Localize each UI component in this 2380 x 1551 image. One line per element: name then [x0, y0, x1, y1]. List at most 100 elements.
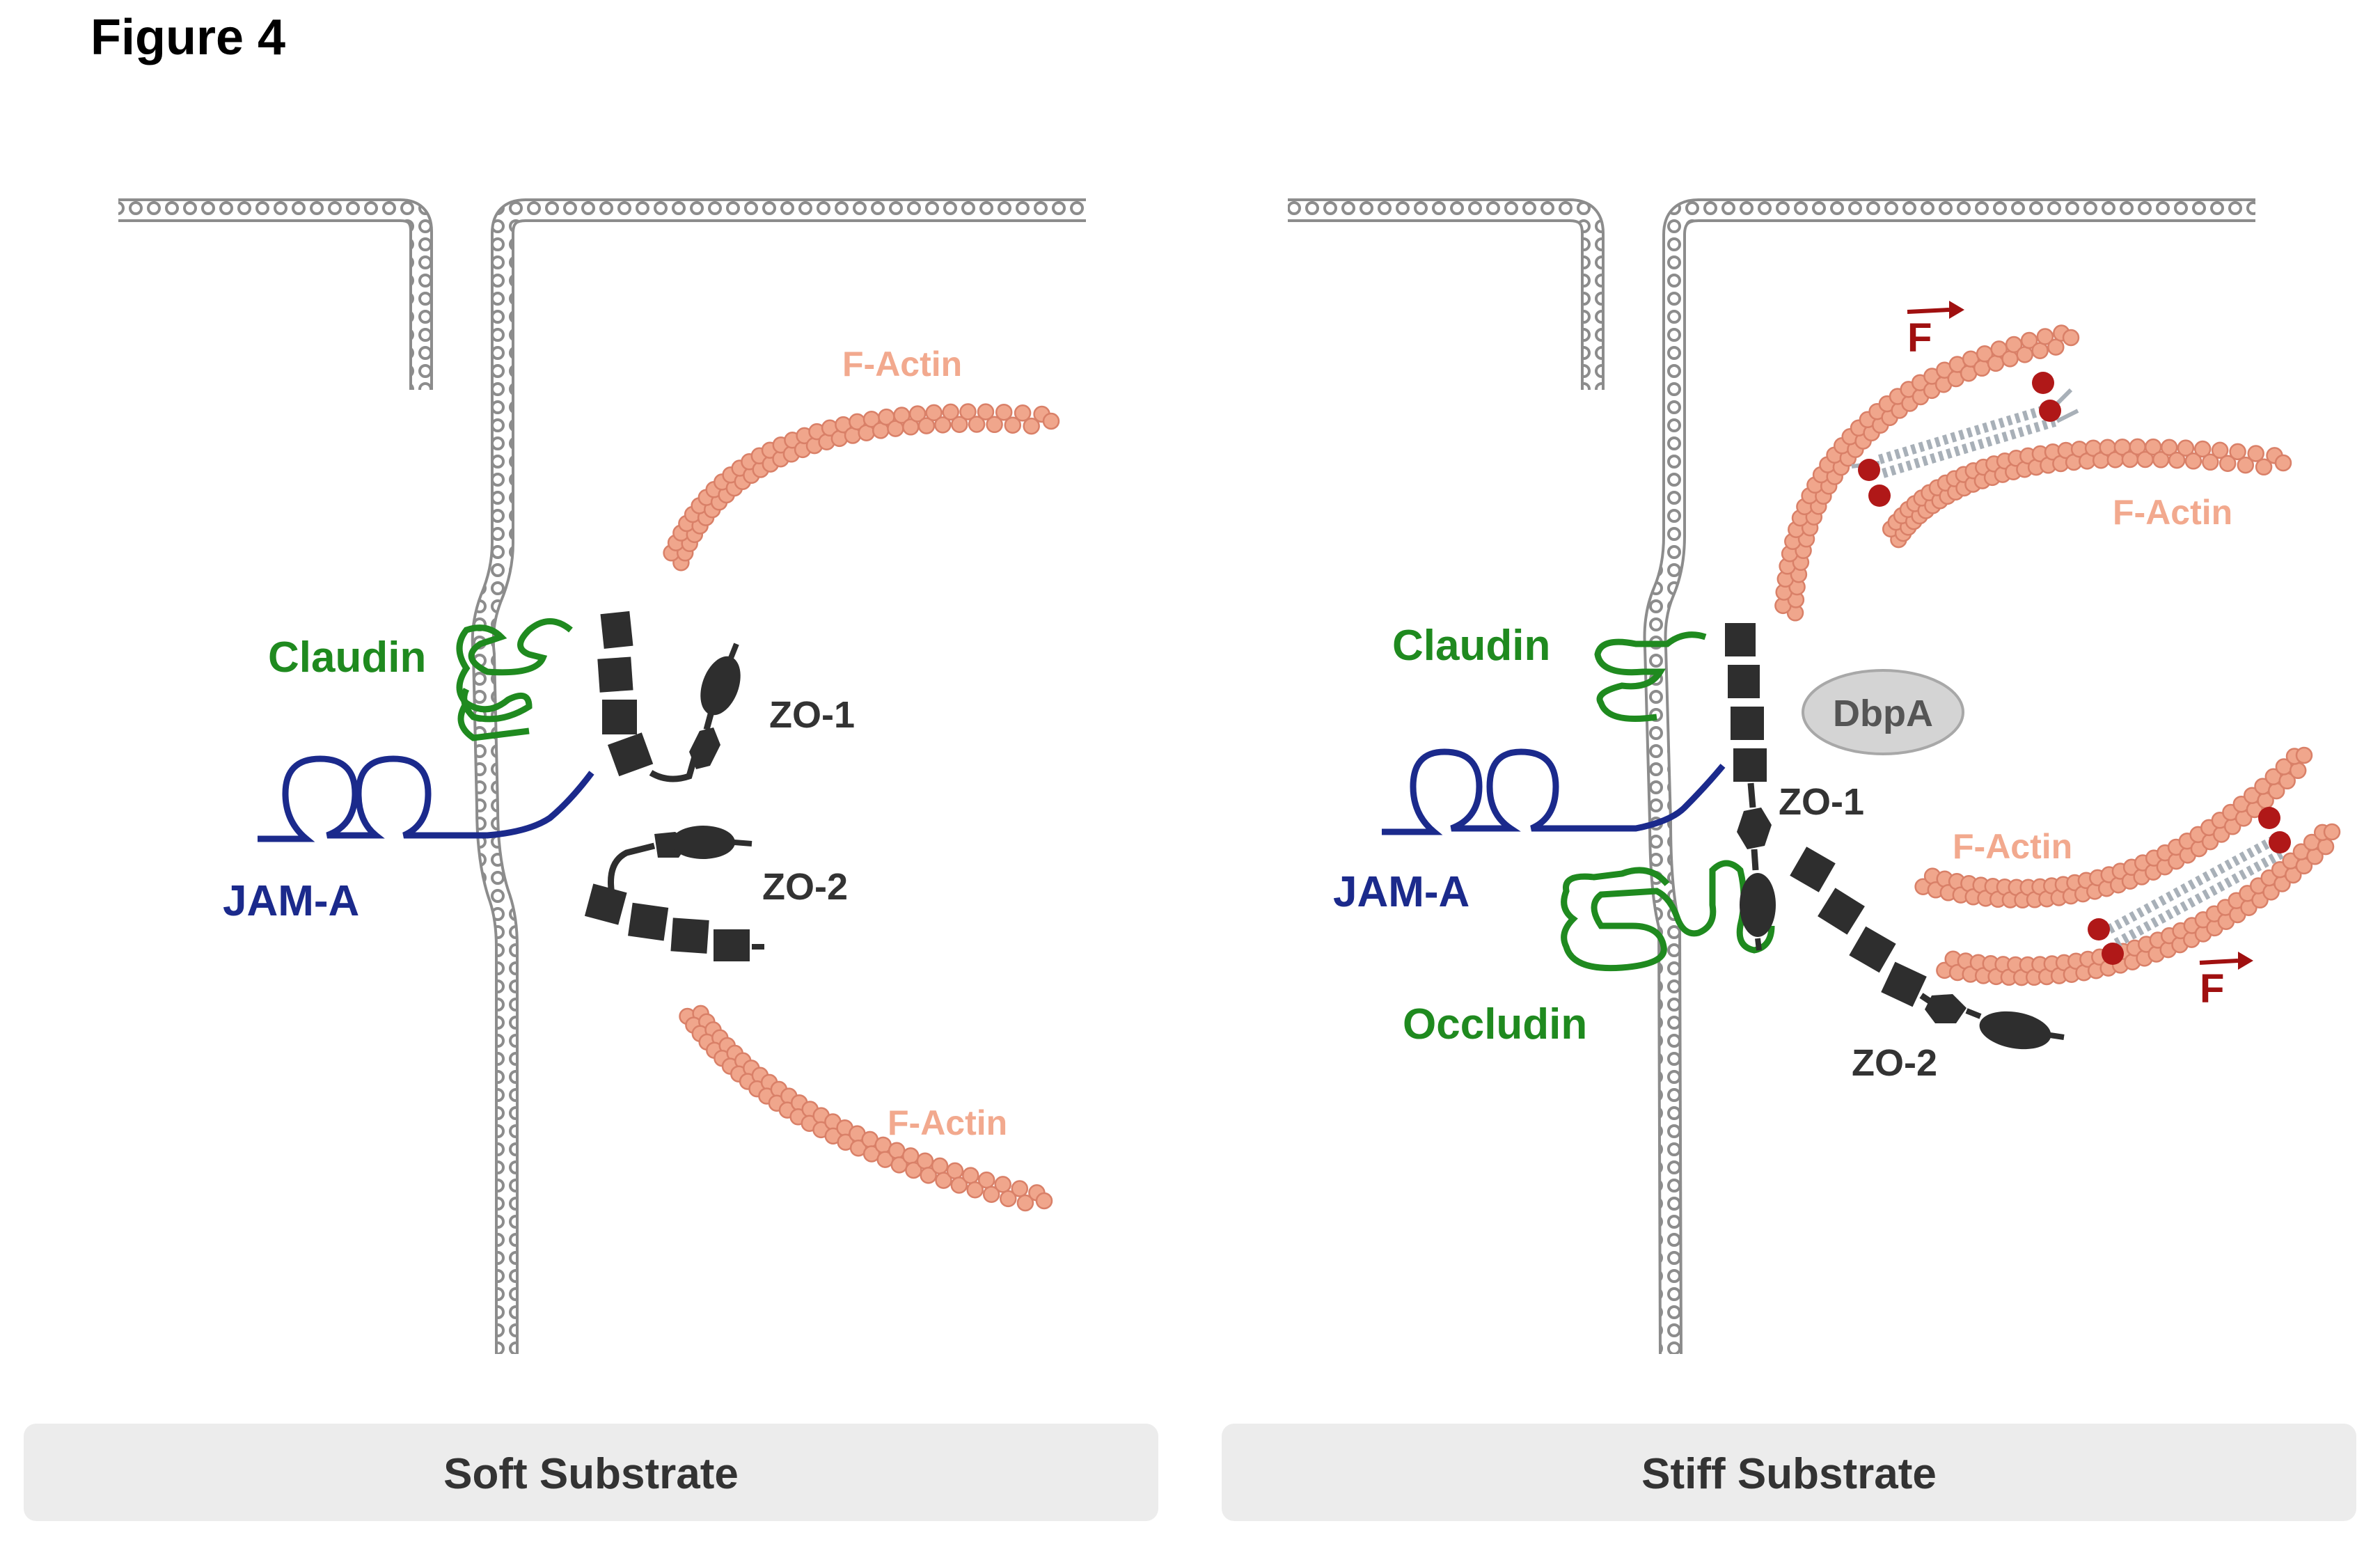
actin-monomer: [1987, 354, 2005, 372]
myosin-head: [1858, 459, 1880, 481]
actin-monomer: [934, 416, 952, 434]
actin-monomer: [959, 403, 977, 420]
actin-monomer: [2020, 331, 2038, 349]
f-actin-filament-upper-a: [1774, 324, 2080, 622]
actin-monomer: [2255, 458, 2273, 476]
jam-a-strand-stiff: [1382, 748, 1726, 835]
actin-monomer: [982, 1186, 1000, 1203]
actin-monomer: [2295, 746, 2313, 764]
jam-a-strand: [258, 755, 594, 842]
actin-monomer: [2193, 440, 2212, 458]
figure-title: Figure 4: [90, 10, 285, 65]
myosin-head: [2032, 372, 2054, 394]
dbpa-label: DbpA: [1833, 693, 1933, 734]
actin-monomer: [2001, 350, 2019, 368]
actin-monomer: [2016, 346, 2033, 363]
actin-monomer: [2237, 456, 2255, 474]
force-arrow-bottom: [2199, 952, 2253, 970]
jam-a-label-stiff: JAM-A: [1333, 868, 1469, 916]
zo-2-label-stiff: ZO-2: [1852, 1042, 1937, 1084]
actin-monomer: [1035, 1192, 1053, 1210]
actin-monomer: [966, 1181, 984, 1199]
myosin-head: [2088, 918, 2110, 940]
actin-monomer: [1011, 1180, 1029, 1197]
f-actin-filament-upper-b: [1882, 438, 2292, 549]
actin-monomer: [2289, 762, 2307, 780]
actin-monomer: [2274, 454, 2292, 472]
actin-monomer: [2247, 445, 2264, 462]
f-actin-label-upper: F-Actin: [2113, 493, 2232, 532]
actin-monomer: [2160, 439, 2178, 456]
cell-membrane-left-stiff: [1288, 198, 1605, 390]
soft-substrate-caption: Soft Substrate: [443, 1450, 739, 1498]
actin-monomer: [920, 1167, 937, 1184]
actin-monomer: [950, 1176, 968, 1194]
claudin-strand-stiff: [1594, 631, 1707, 722]
actin-monomer: [2168, 451, 2186, 469]
actin-monomer: [2036, 328, 2054, 345]
jam-a-label: JAM-A: [223, 877, 359, 925]
zo-2-protein-stiff: [1790, 847, 2065, 1050]
actin-monomer: [2005, 336, 2023, 354]
actin-monomer: [2317, 837, 2335, 856]
claudin-label-stiff: Claudin: [1392, 622, 1550, 670]
soft-substrate-panel: F-Actin F-Actin Claudin JAM-A ZO-1 ZO-2 …: [24, 198, 1158, 1521]
dbpa-protein: [1802, 669, 1964, 755]
actin-monomer: [1014, 404, 1032, 422]
actin-monomer: [2184, 452, 2202, 470]
f-actin-label-top: F-Actin: [842, 345, 962, 384]
myosin-crosslink-lower: [2088, 807, 2291, 965]
zo-1-protein: [597, 611, 741, 782]
cell-membrane-right: [471, 198, 1086, 1354]
occludin-label: Occludin: [1403, 1000, 1587, 1048]
f-actin-label-bottom: F-Actin: [888, 1103, 1007, 1142]
myosin-crosslink-upper: [1851, 372, 2079, 507]
zo-2-protein: [584, 826, 764, 961]
claudin-label: Claudin: [268, 633, 426, 682]
actin-monomer: [901, 1147, 920, 1165]
f-actin-label-middle: F-Actin: [1953, 827, 2072, 866]
actin-monomer: [951, 416, 968, 433]
force-label-bottom: F: [2200, 966, 2224, 1011]
actin-monomer: [2031, 342, 2049, 359]
actin-monomer: [962, 1167, 979, 1184]
stiff-substrate-caption: Stiff Substrate: [1641, 1450, 1937, 1498]
actin-monomer: [1016, 1194, 1034, 1212]
myosin-head: [2039, 400, 2061, 422]
actin-monomer: [1000, 1190, 1017, 1208]
myosin-head: [2102, 943, 2124, 965]
actin-monomer: [888, 1142, 906, 1160]
actin-monomer: [2211, 441, 2229, 459]
stiff-substrate-caption-box: [1222, 1424, 2356, 1521]
stiff-substrate-panel: F F F-Actin F-Actin Claudin JAM-A Occlud…: [1222, 198, 2356, 1521]
actin-monomer: [986, 416, 1003, 434]
actin-monomer: [916, 1152, 934, 1170]
actin-monomer: [968, 416, 986, 433]
soft-substrate-caption-box: [24, 1424, 1158, 1521]
actin-monomer: [2062, 329, 2080, 347]
claudin-strand: [456, 618, 573, 723]
actin-monomer: [917, 417, 936, 434]
actin-monomer: [1042, 412, 1060, 430]
actin-monomer: [1023, 417, 1040, 435]
force-arrow-top: [1907, 301, 1964, 319]
myosin-head: [1868, 485, 1891, 507]
actin-monomer: [905, 1161, 922, 1179]
actin-monomer: [925, 404, 943, 422]
zo-1-label: ZO-1: [769, 694, 855, 736]
actin-monomer: [946, 1162, 964, 1180]
zo-1-protein-stiff: [1725, 623, 1776, 951]
force-label-top: F: [1907, 315, 1932, 361]
actin-monomer: [977, 1171, 995, 1189]
actin-monomer: [1004, 416, 1022, 434]
actin-monomer: [908, 405, 927, 423]
actin-monomer: [977, 403, 995, 420]
actin-monomer: [2219, 455, 2237, 472]
actin-monomer: [995, 403, 1013, 421]
actin-monomer: [2323, 823, 2341, 841]
actin-monomer: [2177, 439, 2195, 457]
claudin-strand-lower: [457, 701, 530, 741]
actin-monomer: [931, 1157, 949, 1175]
